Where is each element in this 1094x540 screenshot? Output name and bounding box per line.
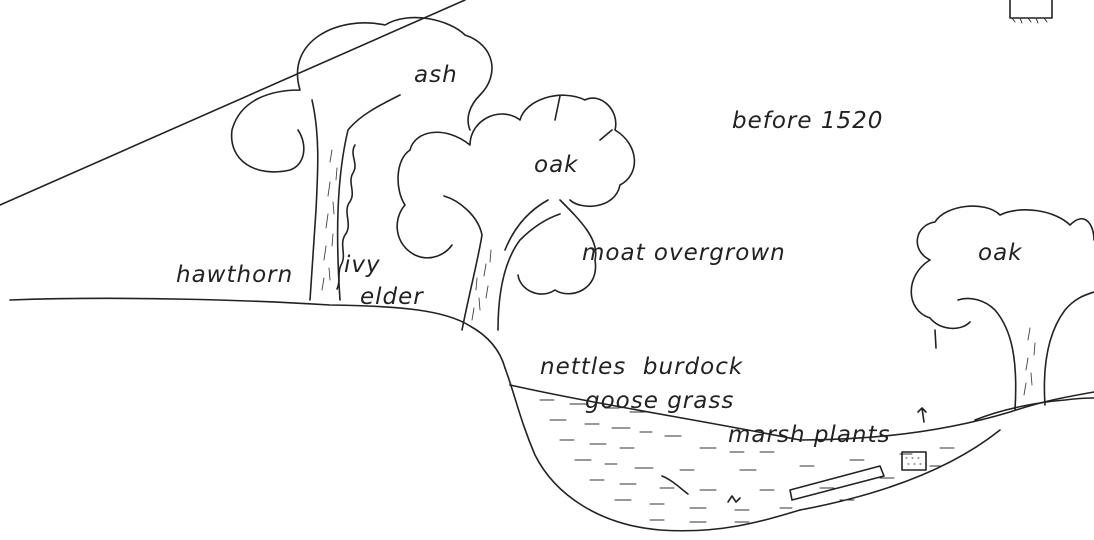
marsh-plant-mark	[918, 408, 926, 422]
log-large	[790, 466, 884, 500]
title-before-1520: before 1520	[732, 110, 883, 133]
log-small	[662, 476, 688, 494]
label-ivy: ivy	[344, 254, 381, 277]
brick	[902, 452, 926, 470]
slope-line	[0, 0, 465, 205]
label-ash: ash	[414, 64, 458, 87]
label-elder: elder	[360, 286, 424, 309]
label-marsh-plants: marsh plants	[728, 424, 891, 447]
brick-dots	[906, 458, 921, 464]
debris	[728, 496, 740, 502]
ground-line	[10, 298, 505, 368]
ash-canopy	[232, 18, 492, 172]
oak-center-trunk	[444, 196, 560, 330]
label-oak-center: oak	[534, 154, 579, 177]
label-moat-overgrown: moat overgrown	[582, 242, 786, 265]
oak-center-bark	[472, 250, 491, 320]
ash-bark	[322, 150, 337, 290]
oak-right-canopy	[911, 206, 1094, 328]
oak-right-bark	[1024, 328, 1035, 395]
oak-right-drip	[935, 330, 936, 348]
oak-center-twig	[555, 96, 612, 140]
label-nettles-burdock: nettles burdock	[540, 356, 743, 379]
corner-box	[1010, 0, 1052, 18]
oak-right-trunk	[958, 292, 1094, 410]
label-oak-right: oak	[978, 242, 1023, 265]
label-hawthorn: hawthorn	[176, 264, 293, 287]
label-goose-grass: goose grass	[585, 390, 734, 413]
water-dashes	[540, 400, 954, 522]
